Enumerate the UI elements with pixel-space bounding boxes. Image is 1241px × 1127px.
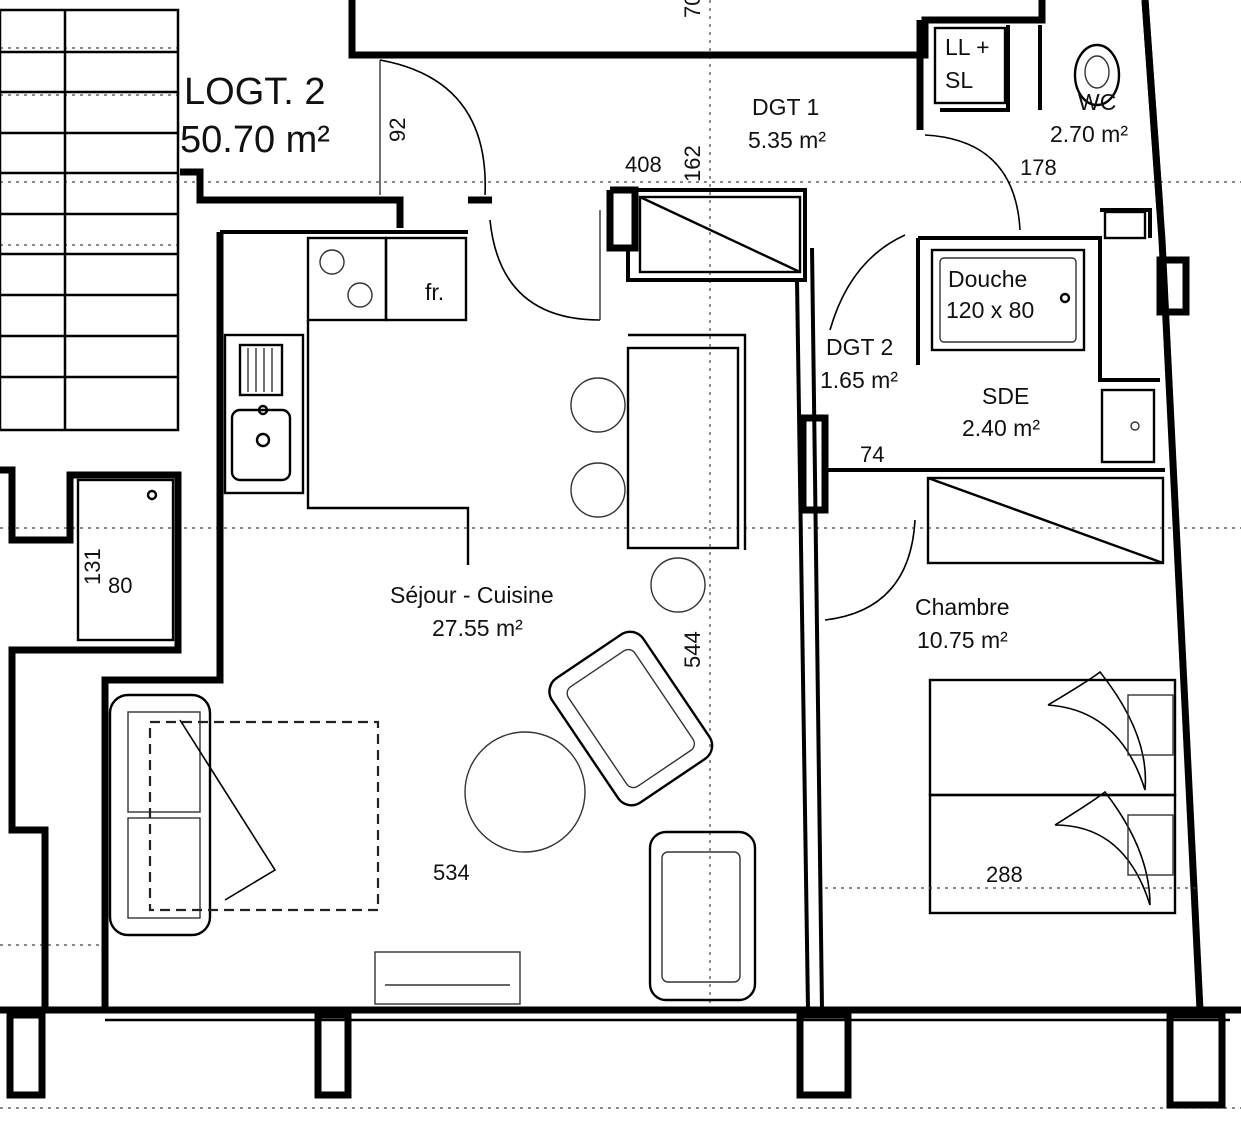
room-name-chambre: Chambre — [915, 594, 1010, 620]
closets — [638, 195, 1165, 565]
dim-92: 92 — [385, 118, 410, 142]
dim-288: 288 — [986, 862, 1023, 887]
dimensions: 92 408 162 178 74 544 534 288 131 80 70 — [80, 0, 1057, 887]
facade-pillars — [6, 256, 1226, 1109]
walls — [0, 0, 1241, 1022]
dim-544: 544 — [680, 631, 705, 668]
room-area-sde: 2.40 m² — [962, 415, 1040, 441]
doors — [379, 59, 1021, 621]
room-name-sejour: Séjour - Cuisine — [390, 582, 554, 608]
room-name-douche: Douche — [948, 266, 1027, 292]
room-name-dgt2: DGT 2 — [826, 334, 893, 360]
dim-131: 131 — [80, 548, 105, 585]
room-area-dgt2: 1.65 m² — [820, 367, 898, 393]
dim-162: 162 — [680, 145, 705, 182]
unit-title: LOGT. 2 — [184, 71, 326, 113]
room-label-llsl-line1: LL + — [945, 34, 990, 60]
unit-area: 50.70 m² — [180, 119, 330, 161]
fridge-label: fr. — [425, 279, 444, 305]
room-name-wc: WC — [1078, 89, 1116, 115]
beds — [825, 670, 1200, 915]
room-area-wc: 2.70 m² — [1050, 121, 1128, 147]
dim-70: 70 — [680, 0, 705, 18]
dim-408: 408 — [625, 152, 662, 177]
room-name-dgt1: DGT 1 — [752, 94, 819, 120]
living-furniture — [108, 630, 757, 1005]
room-area-chambre: 10.75 m² — [917, 627, 1008, 653]
room-area-dgt1: 5.35 m² — [748, 127, 826, 153]
kitchen-fixtures — [223, 236, 470, 565]
room-name-sde: SDE — [982, 383, 1029, 409]
dining-set — [570, 333, 747, 613]
dim-178: 178 — [1020, 155, 1057, 180]
dim-80: 80 — [108, 573, 132, 598]
dim-534: 534 — [433, 860, 470, 885]
room-size-douche: 120 x 80 — [946, 297, 1034, 323]
staircase — [0, 8, 180, 432]
dim-74: 74 — [860, 442, 884, 467]
labels: LOGT. 2 50.70 m² DGT 1 5.35 m² WC 2.70 m… — [180, 34, 1128, 653]
room-label-llsl-line2: SL — [945, 67, 973, 93]
room-area-sejour: 27.55 m² — [432, 615, 523, 641]
bathroom-fixtures — [76, 26, 1156, 642]
